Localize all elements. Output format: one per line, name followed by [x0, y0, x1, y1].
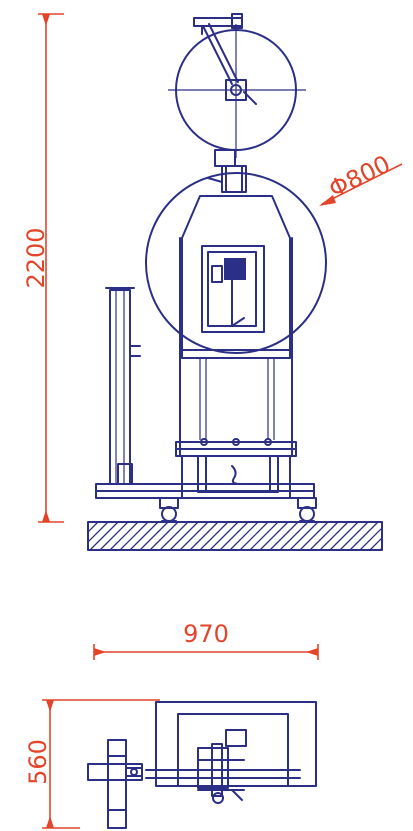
- width-dimension: 970: [93, 620, 319, 660]
- hatch-line: [209, 522, 239, 550]
- depth-dimension-label: 560: [24, 739, 52, 785]
- hatch-line: [249, 522, 279, 550]
- hatch-line: [88, 522, 99, 533]
- hatch-line: [369, 537, 382, 550]
- hatch-line: [159, 522, 189, 550]
- hatch-line: [199, 522, 229, 550]
- hatch-line: [149, 522, 179, 550]
- depth-dimension: 560: [24, 699, 160, 829]
- hatch-line: [309, 522, 339, 550]
- width-dimension-label: 970: [183, 620, 229, 648]
- front-view: [87, 13, 413, 551]
- hatch-line: [89, 522, 119, 550]
- hatch-line: [269, 522, 299, 550]
- hatch-line: [289, 522, 319, 550]
- machine-column: [175, 195, 297, 499]
- height-dimension: 2200: [22, 13, 64, 523]
- hatch-line: [279, 522, 309, 550]
- hatch-line: [319, 522, 349, 550]
- ground-hatching: [88, 522, 413, 550]
- lower-wheel: [145, 172, 327, 354]
- hatch-line: [229, 522, 259, 550]
- hatch-line: [299, 522, 329, 550]
- hatch-line: [259, 522, 289, 550]
- hatch-line: [349, 522, 379, 550]
- hatch-line: [119, 522, 149, 550]
- side-frame: [105, 287, 141, 485]
- wheel-diameter-dimension: Φ800: [319, 150, 403, 206]
- hatch-line: [88, 522, 89, 523]
- hatch-line: [129, 522, 159, 550]
- hatch-line: [359, 527, 382, 550]
- wheel-diameter-label: Φ800: [324, 150, 394, 204]
- hatch-line: [139, 522, 169, 550]
- hatch-line: [239, 522, 269, 550]
- ground-base: [87, 521, 413, 551]
- hatch-line: [189, 522, 219, 550]
- hatch-line: [109, 522, 139, 550]
- hatch-line: [339, 522, 369, 550]
- hatch-line: [329, 522, 359, 550]
- hatch-line: [390, 522, 413, 550]
- wheel-neck-connector: [207, 149, 247, 193]
- hatch-line: [99, 522, 129, 550]
- hatch-line: [219, 522, 249, 550]
- hatch-line: [88, 522, 109, 543]
- hatch-line: [379, 547, 382, 550]
- height-dimension-label: 2200: [22, 227, 50, 288]
- top-view: [87, 701, 317, 829]
- hatch-line: [179, 522, 209, 550]
- upper-wheel: [168, 13, 306, 158]
- base-frame: [95, 483, 317, 522]
- hatch-line: [169, 522, 199, 550]
